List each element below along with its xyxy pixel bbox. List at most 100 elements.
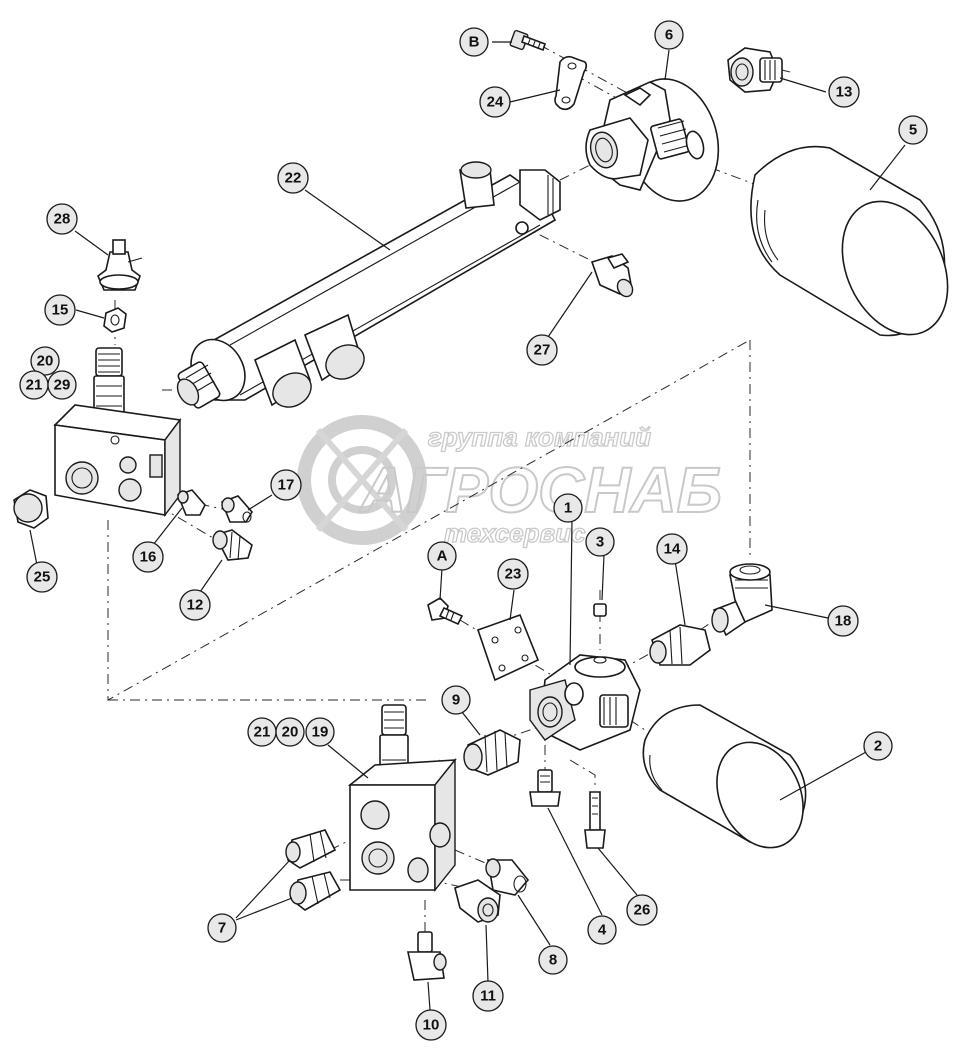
callout-label: B <box>469 34 480 51</box>
plate-23 <box>476 613 540 682</box>
callout-label: 9 <box>452 692 460 709</box>
nut-15 <box>103 307 127 333</box>
main-tube-22 <box>176 161 561 409</box>
callout-label: 29 <box>54 377 71 394</box>
valve-block-19 <box>347 704 457 892</box>
valve-body-1 <box>529 654 641 751</box>
callout-label: 17 <box>278 477 295 494</box>
callout-label: 26 <box>634 902 651 919</box>
callout-label: 28 <box>54 211 71 228</box>
plug-25 <box>13 489 49 529</box>
fitting-14 <box>649 624 711 666</box>
callout-23: 23 <box>497 558 529 590</box>
callout-label: 20 <box>37 353 54 370</box>
callout-label: 27 <box>534 342 551 359</box>
callout-label: 12 <box>187 597 204 614</box>
callout-label: 21 <box>254 724 271 741</box>
callout-28: 28 <box>46 203 78 235</box>
callout-label: 13 <box>836 84 853 101</box>
callout-14: 14 <box>656 533 688 565</box>
callout-label: 16 <box>140 549 157 566</box>
callout-label: 3 <box>596 534 604 551</box>
callout-13: 13 <box>828 76 860 108</box>
fitting-9 <box>463 729 521 776</box>
bracket-24 <box>554 55 588 111</box>
callout-21-upper: 21 <box>19 370 49 400</box>
sensor-26 <box>584 791 606 849</box>
callout-label: 10 <box>423 1017 440 1034</box>
fitting-11 <box>454 879 501 923</box>
callout-label: 23 <box>505 566 522 583</box>
callout-label: 15 <box>52 302 69 319</box>
callout-b: B <box>459 27 489 57</box>
fittings-7 <box>285 829 342 911</box>
callout-label: 11 <box>480 988 496 1005</box>
callout-3: 3 <box>585 527 615 557</box>
callout-17: 17 <box>270 469 302 501</box>
callout-4: 4 <box>587 915 617 945</box>
elbow-fitting-10 <box>407 931 447 981</box>
callout-26: 26 <box>626 894 658 926</box>
filter-canister-5 <box>750 145 949 337</box>
callout-12: 12 <box>179 589 211 621</box>
callout-2: 2 <box>863 731 893 761</box>
fitting-17 <box>220 495 253 523</box>
callout-label: 8 <box>549 952 557 969</box>
sensor-27 <box>590 253 634 298</box>
callout-label: 18 <box>835 613 852 630</box>
fitting-16 <box>176 489 206 516</box>
callout-7: 7 <box>207 913 237 943</box>
fitting-13 <box>727 47 783 93</box>
bolt-a <box>427 596 464 626</box>
plug-4 <box>529 769 561 807</box>
watermark-bottom-line: техсервис <box>444 518 586 548</box>
valve-block-29 <box>53 347 182 518</box>
bolt-b <box>509 29 547 52</box>
callout-18: 18 <box>827 605 859 637</box>
watermark-wreath-logo <box>297 415 427 545</box>
callout-19: 19 <box>305 717 335 747</box>
callout-11: 11 <box>472 980 504 1012</box>
callout-1: 1 <box>553 493 583 523</box>
callout-label: 2 <box>874 738 882 755</box>
callout-20-upper: 20 <box>30 346 60 376</box>
fitting-8 <box>485 858 530 896</box>
watermark: группа компаний АГРОСНАБ техсервис <box>297 415 723 549</box>
callout-9: 9 <box>441 685 471 715</box>
callout-10: 10 <box>415 1009 447 1041</box>
callout-20-lower: 20 <box>275 717 305 747</box>
callout-label: 7 <box>218 920 226 937</box>
callout-label: 19 <box>312 724 329 741</box>
callout-label: 5 <box>909 122 917 139</box>
callout-label: 20 <box>282 724 299 741</box>
leader-lines <box>29 41 906 1011</box>
filter-canister-2 <box>642 704 807 849</box>
callout-label: 21 <box>26 377 43 394</box>
callout-22: 22 <box>277 162 309 194</box>
watermark-main-line: АГРОСНАБ <box>358 454 722 526</box>
sleeve-3 <box>593 603 607 617</box>
callout-6: 6 <box>654 20 684 50</box>
callout-24: 24 <box>479 86 511 118</box>
callout-21-lower: 21 <box>247 717 277 747</box>
callouts: B 6 13 24 5 22 28 27 15 20 21 29 17 25 1… <box>19 20 928 1041</box>
callout-label: 4 <box>598 922 607 939</box>
callout-label: 6 <box>665 27 673 44</box>
filter-head-6 <box>585 78 720 202</box>
sensor-28 <box>97 239 143 291</box>
watermark-top-line: группа компаний <box>428 422 651 452</box>
callout-5: 5 <box>898 115 928 145</box>
callout-label: 25 <box>34 569 51 586</box>
callout-label: 22 <box>285 170 302 187</box>
callout-25: 25 <box>26 561 58 593</box>
callout-15: 15 <box>44 294 76 326</box>
callout-a: A <box>427 541 457 571</box>
callout-label: 14 <box>664 541 681 558</box>
callout-label: 1 <box>564 500 572 517</box>
callout-16: 16 <box>132 541 164 573</box>
callout-27: 27 <box>526 334 558 366</box>
callout-label: A <box>437 548 448 565</box>
elbow-fitting-18 <box>711 563 773 637</box>
callout-29: 29 <box>47 370 77 400</box>
